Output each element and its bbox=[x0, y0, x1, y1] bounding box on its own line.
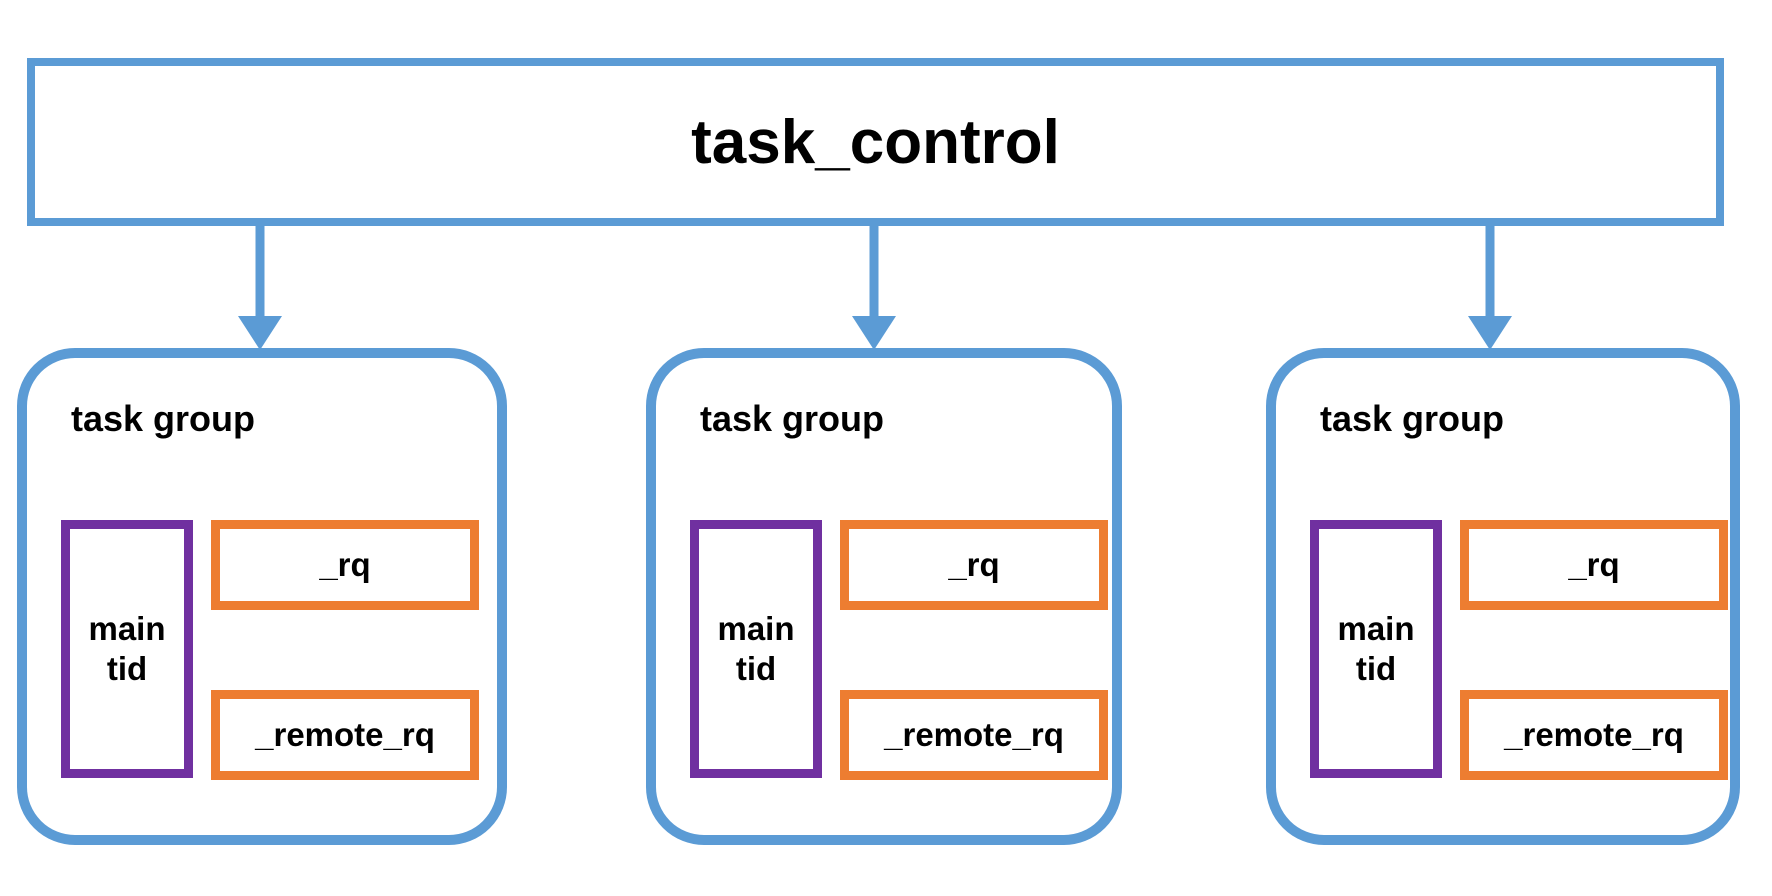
task-control-box: task_control bbox=[27, 58, 1724, 226]
arrow-shaft bbox=[1485, 226, 1495, 320]
arrow-shaft bbox=[869, 226, 879, 320]
rq-box: _rq bbox=[211, 520, 479, 610]
remote-rq-box: _remote_rq bbox=[840, 690, 1108, 780]
remote-rq-box: _remote_rq bbox=[1460, 690, 1728, 780]
arrow-head-icon bbox=[1468, 316, 1512, 350]
remote-rq-box: _remote_rq bbox=[211, 690, 479, 780]
connector-arrow bbox=[238, 226, 282, 350]
main-tid-box: main tid bbox=[690, 520, 822, 778]
task-group-label: task group bbox=[71, 398, 256, 439]
arrow-shaft bbox=[255, 226, 265, 320]
task-control-title: task_control bbox=[691, 107, 1060, 177]
rq-box: _rq bbox=[1460, 520, 1728, 610]
main-tid-box: main tid bbox=[1310, 520, 1442, 778]
task-group-box: task group main tid _rq _remote_rq bbox=[17, 348, 507, 845]
arrow-head-icon bbox=[852, 316, 896, 350]
rq-box: _rq bbox=[840, 520, 1108, 610]
task-group-box: task group main tid _rq _remote_rq bbox=[1266, 348, 1740, 845]
connector-arrow bbox=[852, 226, 896, 350]
main-tid-box: main tid bbox=[61, 520, 193, 778]
task-group-label: task group bbox=[1320, 398, 1505, 439]
connector-arrow bbox=[1468, 226, 1512, 350]
task-group-label: task group bbox=[700, 398, 885, 439]
arrow-head-icon bbox=[238, 316, 282, 350]
task-group-box: task group main tid _rq _remote_rq bbox=[646, 348, 1122, 845]
